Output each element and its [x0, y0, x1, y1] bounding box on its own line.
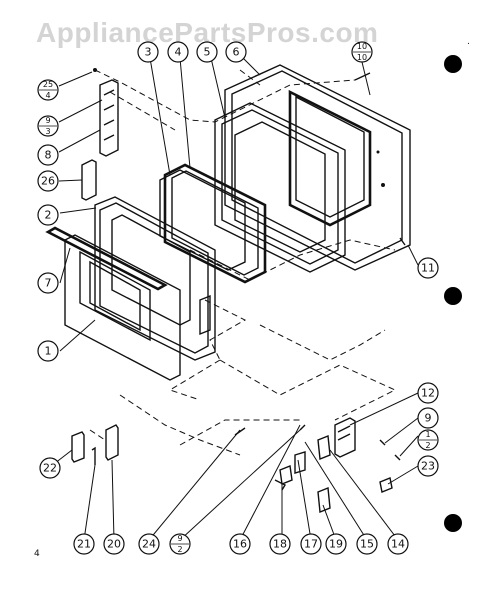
callout-24: 24 [138, 533, 160, 555]
svg-text:.: . [467, 37, 470, 47]
callout-20: 20 [103, 533, 125, 555]
svg-text:18: 18 [273, 538, 287, 551]
part-1-front-panel [45, 226, 181, 381]
page-number: 4 [34, 549, 40, 559]
svg-text:10: 10 [357, 53, 367, 62]
svg-text:2: 2 [425, 441, 430, 450]
callout-fraction-1-2: 1 2 [417, 429, 439, 451]
callout-8: 8 [37, 144, 59, 166]
callout-4: 4 [167, 41, 189, 63]
svg-text:5: 5 [204, 46, 211, 59]
part-8-hinge [93, 68, 119, 157]
svg-text:2: 2 [177, 545, 182, 554]
callout-5: 5 [196, 41, 218, 63]
callout-2: 2 [37, 204, 59, 226]
svg-text:3: 3 [45, 127, 50, 136]
svg-text:6: 6 [233, 46, 240, 59]
callout-16: 16 [229, 533, 251, 555]
part-2-door-frame [94, 196, 216, 361]
svg-text:8: 8 [45, 149, 52, 162]
binder-hole-top [444, 55, 462, 73]
svg-text:19: 19 [329, 538, 343, 551]
svg-text:25: 25 [43, 80, 53, 89]
svg-text:23: 23 [421, 460, 435, 473]
callout-17: 17 [300, 533, 322, 555]
callout-26: 26 [37, 170, 59, 192]
callout-21: 21 [73, 533, 95, 555]
callout-19: 19 [325, 533, 347, 555]
svg-text:4: 4 [175, 46, 182, 59]
callout-7: 7 [37, 272, 59, 294]
svg-text:1: 1 [45, 345, 52, 358]
part-5-inner-frame [214, 102, 346, 273]
svg-text:9: 9 [177, 534, 182, 543]
svg-text:14: 14 [391, 538, 405, 551]
callout-1: 1 [37, 340, 59, 362]
part-4-gasket [163, 163, 267, 284]
callout-6: 6 [225, 41, 247, 63]
svg-text:2: 2 [45, 209, 52, 222]
binder-hole-middle [444, 287, 462, 305]
svg-text:9: 9 [425, 412, 432, 425]
leader-lines [49, 57, 419, 541]
binder-hole-bottom [444, 514, 462, 532]
callout-fraction-10-10: 10 10 [351, 41, 373, 63]
callout-fraction-9-3: 9 3 [37, 115, 59, 137]
callout-12: 12 [417, 382, 439, 404]
svg-text:22: 22 [43, 462, 57, 475]
callout-22: 22 [39, 457, 61, 479]
svg-text:7: 7 [45, 277, 52, 290]
svg-text:17: 17 [304, 538, 318, 551]
svg-text:12: 12 [421, 387, 435, 400]
svg-text:16: 16 [233, 538, 247, 551]
part-26-bracket [81, 159, 97, 201]
part-6-rear-frame [224, 64, 411, 271]
svg-text:10: 10 [357, 42, 367, 51]
svg-text:26: 26 [41, 175, 55, 188]
svg-text:24: 24 [142, 538, 156, 551]
callout-23: 23 [417, 455, 439, 477]
hardware-group [234, 237, 406, 513]
callout-fraction-25-4: 25 4 [37, 79, 59, 101]
svg-text:4: 4 [45, 91, 50, 100]
callout-3: 3 [137, 41, 159, 63]
callout-18: 18 [269, 533, 291, 555]
callout-fraction-9-2: 9 2 [169, 533, 191, 555]
svg-text:21: 21 [77, 538, 91, 551]
svg-text:1: 1 [425, 430, 430, 439]
svg-text:20: 20 [107, 538, 121, 551]
callout-11: 11 [417, 257, 439, 279]
callout-14: 14 [387, 533, 409, 555]
svg-text:9: 9 [45, 116, 50, 125]
callout-15: 15 [356, 533, 378, 555]
parts-20-22-clips [71, 424, 119, 465]
assembly-lines [89, 69, 397, 456]
callout-9: 9 [417, 407, 439, 429]
svg-text:15: 15 [360, 538, 374, 551]
svg-text:11: 11 [421, 262, 435, 275]
svg-text:3: 3 [145, 46, 152, 59]
